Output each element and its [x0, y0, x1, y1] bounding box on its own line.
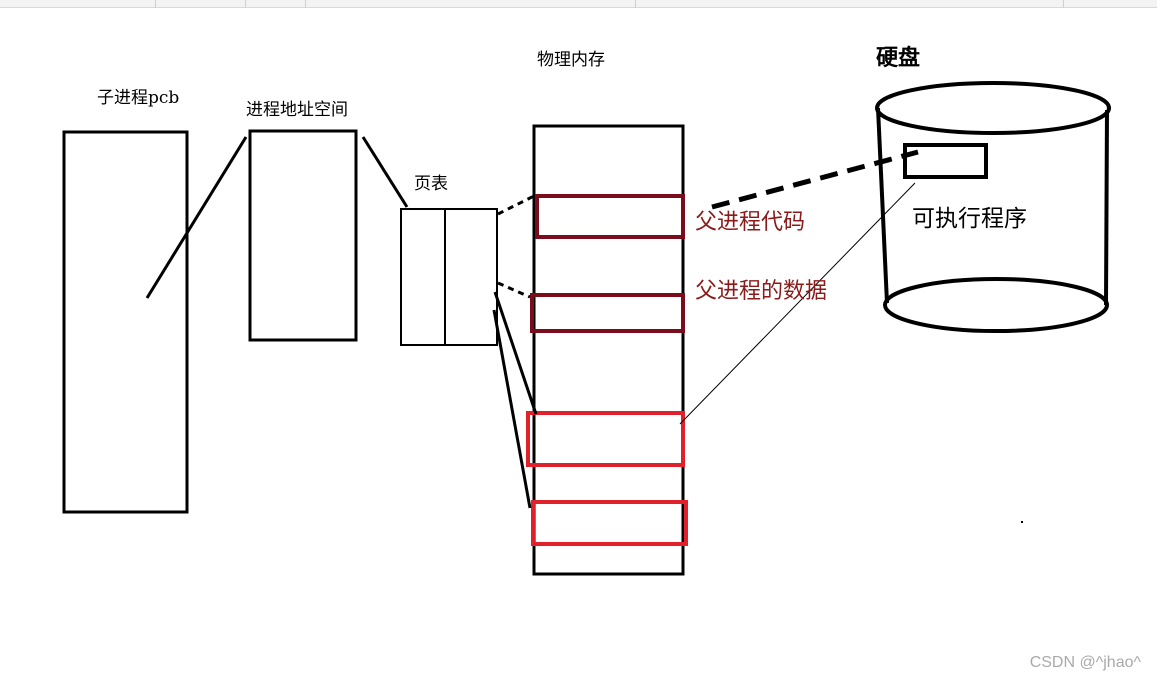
- watermark: CSDN @^jhao^: [1029, 654, 1141, 671]
- parent-data-frame: [530, 293, 685, 333]
- executable-to-child-frame-line: [679, 182, 916, 425]
- pcb-to-address-space-line: [145, 136, 248, 299]
- child-data-frame: [531, 500, 688, 546]
- top-toolbar-strip: [0, 0, 1157, 8]
- disk-bottom-ellipse: [883, 277, 1109, 333]
- disk-to-parent-code-link: [711, 149, 919, 210]
- page-table-to-child-code-link: [493, 291, 538, 415]
- parent-code-label: 父进程代码: [695, 210, 806, 235]
- toolbar-separator: [245, 0, 246, 8]
- page-table-to-child-data-link: [492, 309, 532, 509]
- parent-code-frame: [535, 194, 685, 239]
- address-space-box: [248, 129, 358, 342]
- child-pcb-box: [62, 130, 189, 514]
- address-space-to-page-table-line: [361, 136, 409, 208]
- disk-right-side: [1104, 109, 1109, 306]
- executable-label: 可执行程序: [912, 206, 1027, 232]
- address-space-label: 进程地址空间: [246, 100, 348, 120]
- physical-memory-label: 物理内存: [537, 50, 605, 70]
- parent-data-label: 父进程的数据: [695, 279, 828, 304]
- toolbar-separator: [155, 0, 156, 8]
- disk-left-side: [876, 107, 889, 304]
- page-table-to-parent-data-link: [497, 281, 531, 299]
- disk-top-ellipse: [875, 81, 1111, 135]
- toolbar-separator: [635, 0, 636, 8]
- toolbar-separator: [1063, 0, 1064, 8]
- page-table-to-parent-code-link: [497, 194, 535, 216]
- physical-memory-box: [532, 124, 685, 576]
- toolbar-separator: [305, 0, 306, 8]
- page-table-label: 页表: [414, 174, 448, 194]
- stray-dot: [1021, 521, 1023, 523]
- child-code-frame: [526, 411, 685, 467]
- child-pcb-label: 子进程pcb: [97, 88, 180, 108]
- page-table-box: [400, 208, 498, 346]
- disk-label: 硬盘: [876, 46, 921, 71]
- executable-block: [903, 143, 988, 179]
